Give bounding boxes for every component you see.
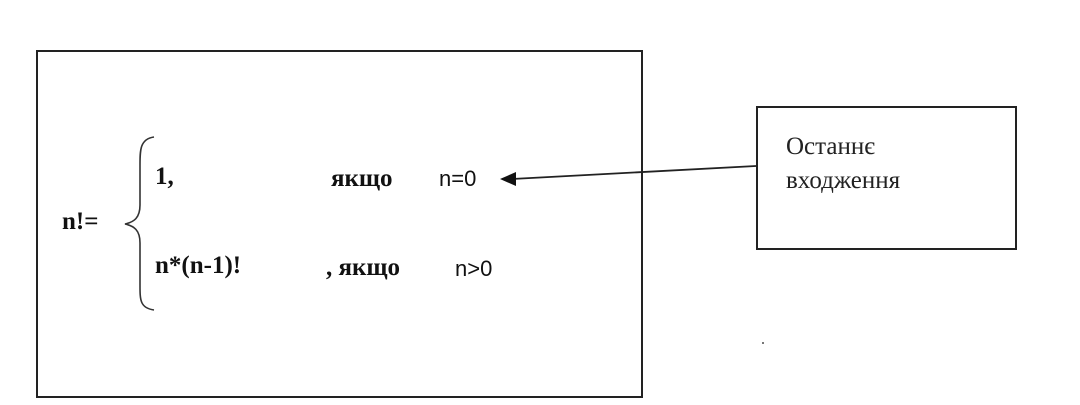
arrow-line <box>511 165 757 180</box>
left-brace-icon <box>124 136 155 311</box>
case2-value: n*(n-1)! <box>155 252 242 279</box>
note-text: Останнє входження <box>786 130 900 198</box>
factorial-lhs: n!= <box>62 208 99 235</box>
stray-dot <box>762 342 764 344</box>
note-box: Останнє входження <box>756 106 1017 250</box>
case1-condition-word: якщо <box>331 165 393 192</box>
case2-condition: n>0 <box>455 256 493 281</box>
note-line-2: входження <box>786 167 901 194</box>
case2-condition-word: , якщо <box>326 254 401 281</box>
arrow-head-icon <box>500 172 516 186</box>
case1-value: 1, <box>155 163 174 190</box>
case1-condition: n=0 <box>439 166 477 191</box>
formula-box <box>36 50 643 398</box>
note-line-1: Останнє <box>786 133 875 160</box>
